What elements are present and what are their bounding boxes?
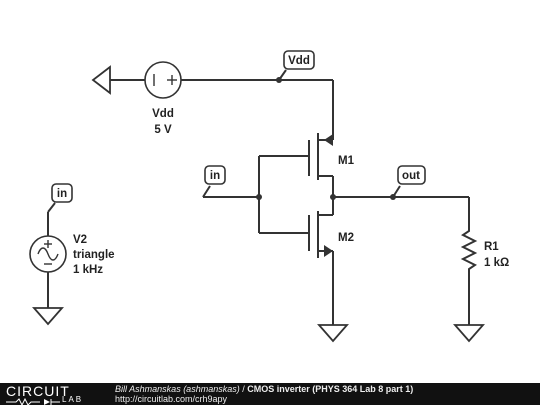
vdd-net-label: Vdd [288,55,310,67]
in-source-net-tag[interactable]: in [47,183,73,213]
m1-transistor[interactable] [308,133,334,197]
vdd-source-name: Vdd [152,108,174,120]
circuit-title[interactable]: CMOS inverter (PHYS 364 Lab 8 part 1) [247,384,414,394]
r1-value: 1 kΩ [484,257,509,269]
credit-line: Bill Ashmanskas (ashmanskas) / CMOS inve… [115,384,413,394]
vdd-source-value: 5 V [154,124,172,136]
credit-separator: / [239,384,248,394]
gate-junction-dot [256,194,262,200]
in-gate-net-tag[interactable]: in [202,165,226,198]
in-gate-net-label: in [210,170,220,182]
logo-bottom-text: LAB [62,395,84,404]
author-link[interactable]: Bill Ashmanskas (ashmanskas) [115,384,240,394]
logo-top-text: CIRCUIT [6,383,70,399]
r1-ground-icon [453,324,485,343]
circuitlab-logo[interactable]: CIRCUIT LAB [6,384,106,405]
m2-ground-icon [317,324,349,343]
in-source-net-label: in [57,188,67,200]
v2-ground-icon [32,307,64,326]
m1-label: M1 [338,155,355,167]
vdd-supply-ground [91,65,145,95]
vdd-net-tag[interactable]: Vdd [278,50,315,81]
m2-transistor[interactable] [308,197,334,258]
vdd-voltage-source[interactable] [144,61,182,99]
v2-frequency: 1 kHz [73,264,103,276]
r1-resistor[interactable] [460,228,478,272]
footer-bar: CIRCUIT LAB Bill Ashmanskas (ashmanskas)… [0,383,540,405]
circuit-url[interactable]: http://circuitlab.com/crh9apy [115,394,228,404]
circuit-schematic: Vdd 5 V Vdd M1 in out [29,50,509,343]
v2-waveform: triangle [73,249,115,261]
out-net-tag[interactable]: out [392,165,426,198]
v2-name: V2 [73,234,87,246]
v2-voltage-source[interactable] [29,235,67,273]
out-net-label: out [402,170,420,182]
vdd-junction-dot [276,77,282,83]
r1-name: R1 [484,241,499,253]
m2-label: M2 [338,232,354,244]
logo-circuit-icon [6,398,60,405]
